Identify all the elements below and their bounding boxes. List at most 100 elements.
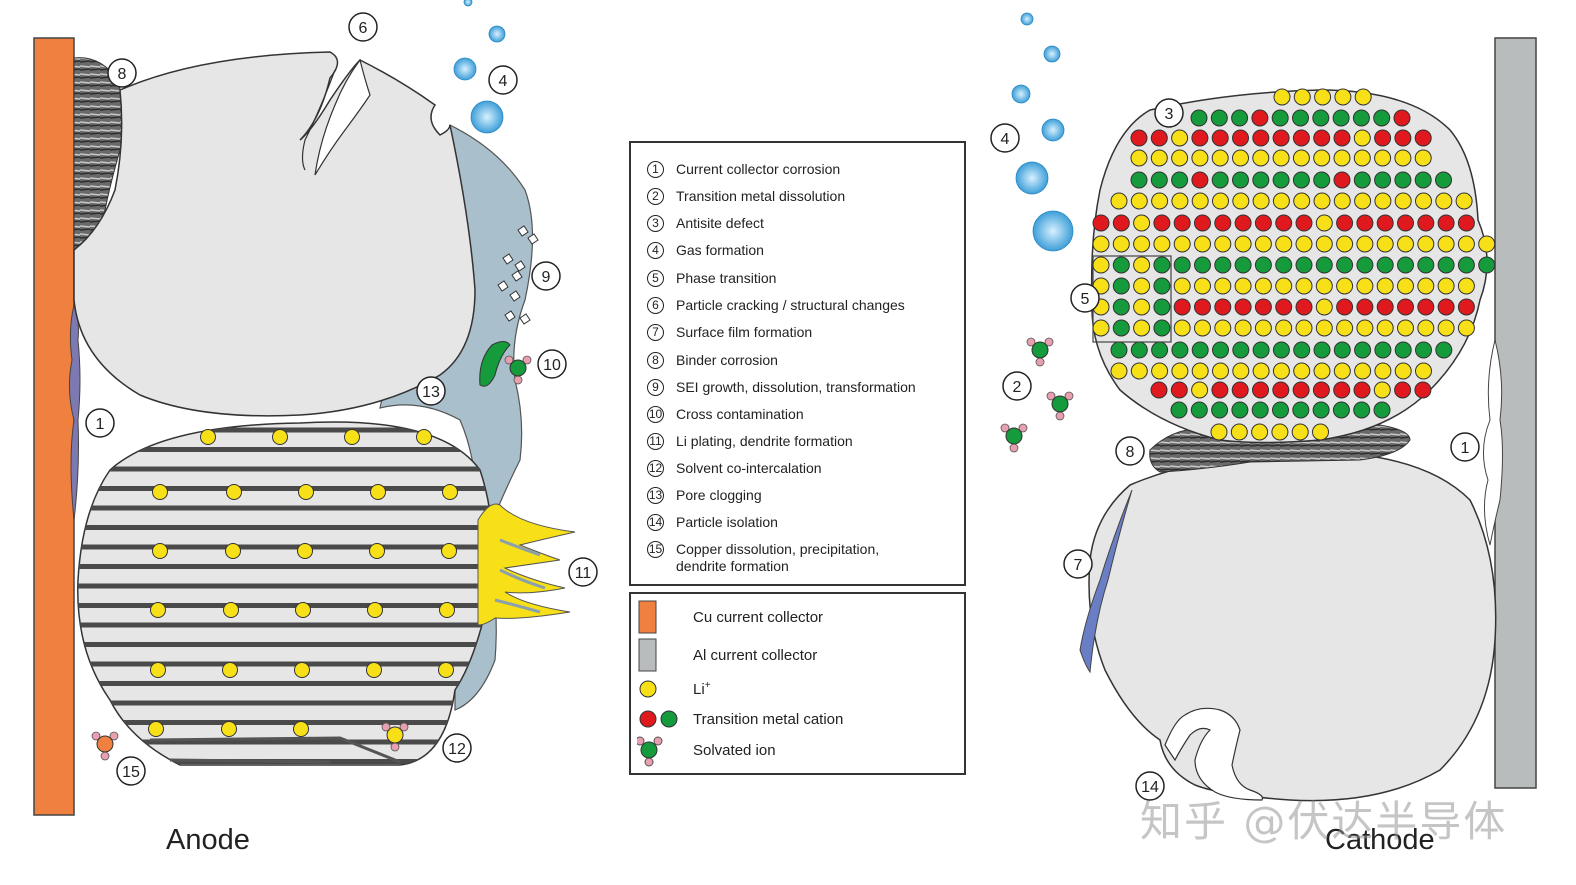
lattice-ion	[1271, 109, 1289, 127]
diagram-label-text: 10	[543, 357, 561, 374]
lattice-ion	[1191, 192, 1209, 210]
lattice-ion	[1313, 362, 1331, 380]
lattice-ion	[1394, 171, 1412, 189]
lattice-ion	[1231, 401, 1249, 419]
lattice-ion	[1252, 149, 1270, 167]
lattice-ion	[1336, 235, 1354, 253]
li-ion	[148, 721, 164, 737]
key-symbol-li	[639, 680, 657, 698]
lattice-ion	[1275, 256, 1293, 274]
legend-number: 12	[647, 460, 664, 477]
lattice-ion	[1252, 192, 1270, 210]
li-ion	[152, 543, 168, 559]
li-ion	[222, 662, 238, 678]
lattice-ion	[1333, 381, 1351, 399]
gas-bubble	[453, 57, 477, 81]
lattice-ion	[1254, 256, 1272, 274]
lattice-ion	[1251, 423, 1269, 441]
lattice-ion	[1394, 341, 1412, 359]
legend-text: Binder corrosion	[676, 352, 778, 368]
lattice-ion	[1353, 149, 1371, 167]
lattice-ion	[1212, 362, 1229, 380]
lattice-ion	[1292, 171, 1310, 189]
lattice-ion	[1211, 171, 1229, 189]
li-ion	[439, 602, 455, 618]
lattice-ion	[1417, 256, 1435, 274]
lattice-ion	[1376, 235, 1394, 253]
li-dendrites	[477, 503, 576, 626]
legend-number: 7	[647, 324, 664, 341]
lattice-ion	[1191, 149, 1209, 167]
lattice-ion	[1151, 341, 1169, 359]
lattice-ion	[1437, 298, 1455, 316]
legend-number: 13	[647, 487, 664, 504]
key-label: Transition metal cation	[693, 710, 844, 728]
lattice-ion	[1394, 381, 1412, 399]
lattice-ion	[1414, 381, 1432, 399]
diagram-label-text: 13	[422, 384, 440, 401]
cathode-collector-corrosion	[1483, 339, 1503, 546]
diagram-label-text: 15	[122, 764, 140, 781]
lattice-ion	[1292, 129, 1310, 147]
lattice-ion	[1214, 256, 1232, 274]
lattice-ion	[1231, 109, 1249, 127]
key-item-tm: Transition metal cation	[637, 702, 843, 736]
lattice-ion	[1414, 149, 1432, 167]
lattice-ion	[1374, 149, 1392, 167]
lattice-ion	[1295, 298, 1313, 316]
lattice-ion	[1234, 319, 1252, 337]
cathode-lattice	[1092, 88, 1496, 441]
lattice-ion	[1092, 256, 1110, 274]
lattice-ion	[1151, 362, 1169, 380]
lattice-ion	[1110, 341, 1128, 359]
lattice-ion	[1252, 381, 1269, 399]
lattice-ion	[1315, 256, 1333, 274]
sei-fragment	[511, 270, 523, 282]
lattice-ion	[1356, 319, 1374, 337]
lattice-ion	[1272, 192, 1290, 210]
key-symbol-solv	[637, 736, 663, 767]
lattice-ion	[1455, 192, 1473, 210]
lattice-ion	[1315, 214, 1333, 232]
key-item-al: Al current collector	[637, 638, 817, 672]
li-ion	[226, 484, 242, 500]
legend-item-7: 7 Surface film formation	[647, 324, 812, 341]
lattice-ion	[1214, 235, 1232, 253]
lattice-ion	[1336, 298, 1354, 316]
lattice-ion	[1435, 171, 1452, 189]
diagram-label-a11: 11	[568, 557, 598, 587]
lattice-ion	[1173, 298, 1191, 316]
lattice-ion	[1194, 214, 1211, 232]
lattice-ion	[1315, 277, 1333, 295]
diagram-label-c14: 14	[1135, 771, 1165, 801]
lattice-ion	[1374, 171, 1392, 189]
lattice-ion	[1110, 362, 1128, 380]
lattice-ion	[1210, 109, 1228, 127]
legend-text: Surface film formation	[676, 324, 813, 340]
legend-number: 5	[647, 270, 664, 287]
lattice-ion	[1272, 401, 1289, 419]
diagram-label-text: 11	[575, 565, 592, 582]
lattice-ion	[1171, 149, 1189, 167]
li-ion	[152, 484, 168, 500]
cathode-gas-bubbles	[1011, 12, 1074, 252]
li-ion	[298, 484, 314, 500]
lattice-ion	[1374, 341, 1392, 359]
lattice-ion	[1231, 381, 1249, 399]
lattice-ion	[1356, 235, 1374, 253]
diagram-label-text: 6	[359, 20, 368, 37]
lattice-ion	[1211, 129, 1229, 147]
lattice-ion	[1234, 235, 1252, 253]
lattice-ion	[1232, 192, 1250, 210]
key-label: Li	[693, 681, 705, 698]
diagram-label-text: 9	[542, 269, 551, 286]
lattice-ion	[1293, 362, 1311, 380]
lattice-ion	[1110, 192, 1128, 210]
lattice-ion	[1092, 235, 1110, 253]
